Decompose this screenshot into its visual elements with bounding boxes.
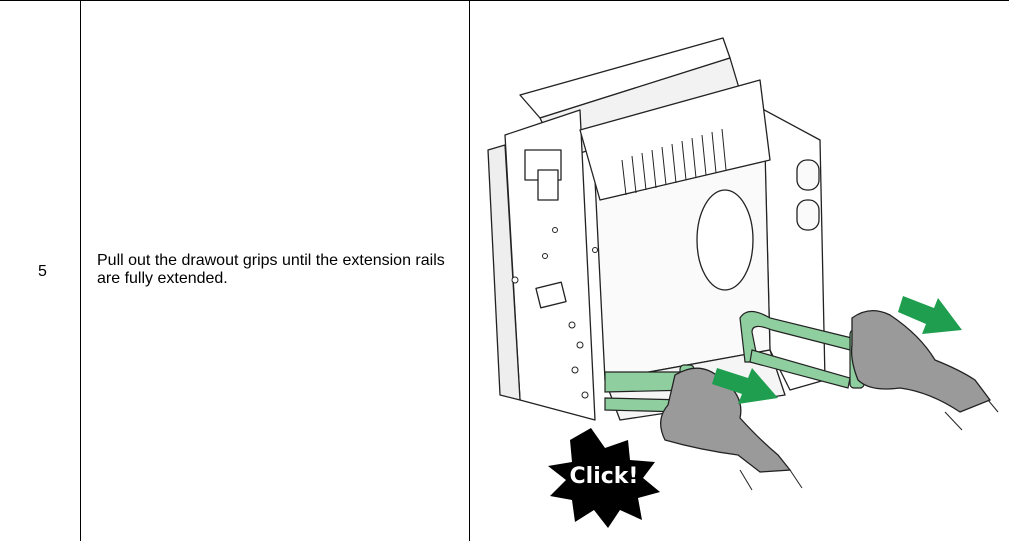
click-callout-text: Click! xyxy=(570,464,639,489)
table-top-border xyxy=(0,0,1009,1)
table-col-divider-1 xyxy=(80,0,81,541)
right-gloved-hand xyxy=(852,311,990,412)
step-number: 5 xyxy=(38,263,47,281)
drawout-illustration: Click! xyxy=(470,18,1000,533)
step-instruction: Pull out the drawout grips until the ext… xyxy=(97,252,447,288)
